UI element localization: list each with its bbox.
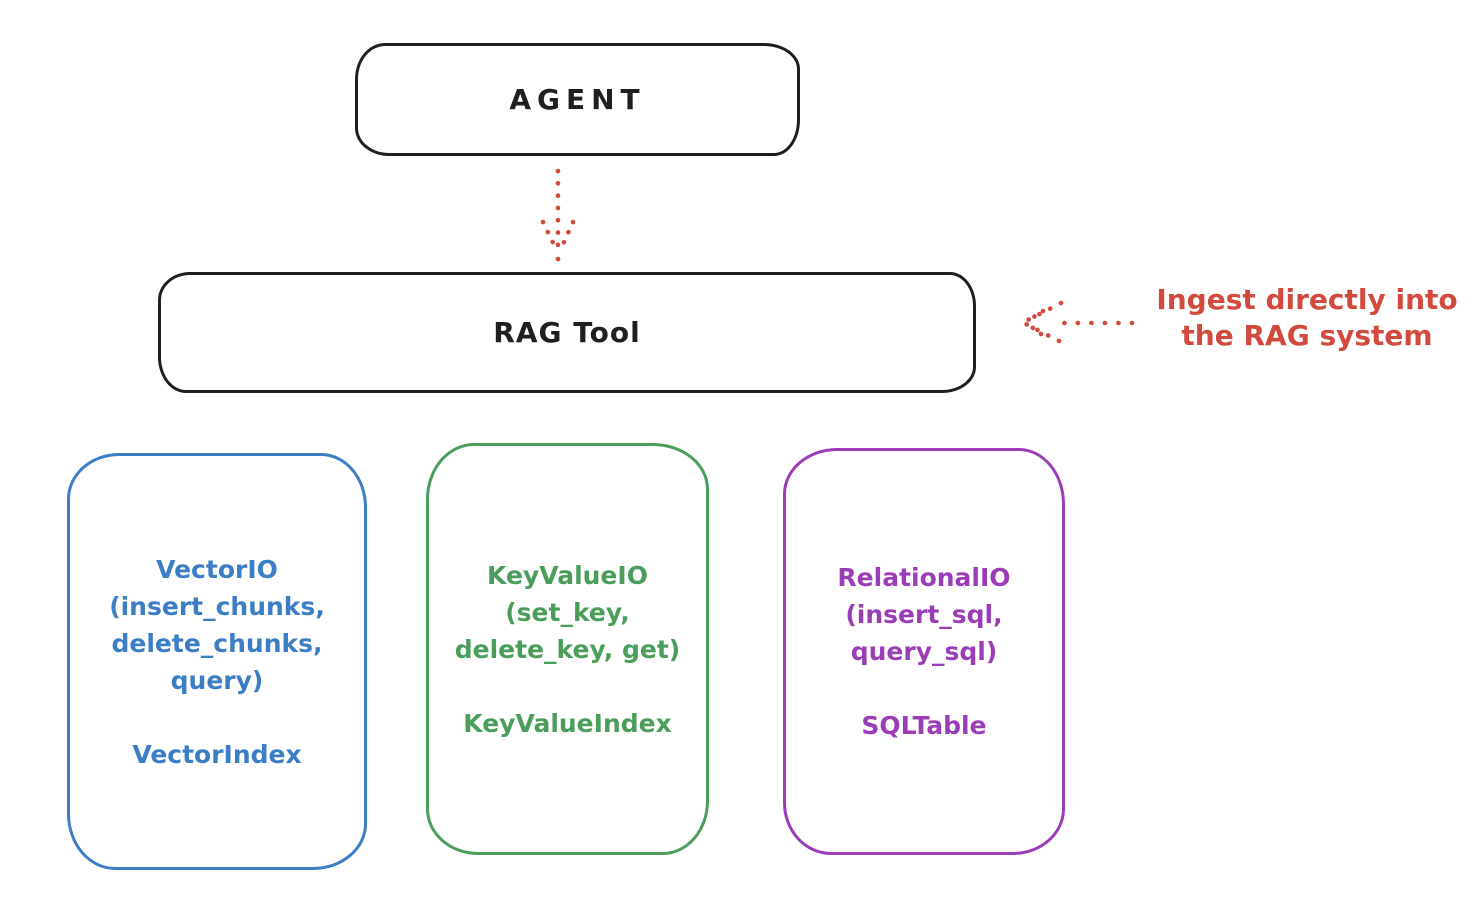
ingest-arrow-icon bbox=[1021, 300, 1135, 344]
agent-to-rag-arrow-icon bbox=[540, 168, 576, 262]
io-box-line: RelationalIO bbox=[837, 563, 1011, 592]
ingest-annotation-line2: the RAG system bbox=[1181, 319, 1433, 352]
io-box-line: (insert_chunks, bbox=[109, 591, 325, 621]
io-box-line: query) bbox=[170, 665, 264, 695]
vector-index-label: VectorIndex bbox=[132, 739, 302, 769]
vector-io-box: VectorIO (insert_chunks, delete_chunks, … bbox=[67, 453, 367, 870]
rag-tool-label: RAG Tool bbox=[493, 316, 641, 349]
io-box-line: (set_key, bbox=[505, 597, 630, 627]
keyvalue-index-label: KeyValueIndex bbox=[463, 708, 672, 738]
io-box-line: KeyValueIO bbox=[487, 560, 648, 590]
ingest-annotation: Ingest directly into the RAG system bbox=[1135, 282, 1479, 354]
agent-label: AGENT bbox=[509, 83, 646, 116]
agent-box: AGENT bbox=[355, 43, 800, 156]
io-box-line: query_sql) bbox=[850, 637, 998, 666]
ingest-annotation-line1: Ingest directly into bbox=[1156, 283, 1458, 316]
sql-table-label: SQLTable bbox=[861, 711, 987, 740]
io-box-line: VectorIO bbox=[156, 554, 278, 584]
io-box-line: delete_key, get) bbox=[454, 634, 681, 664]
keyvalue-io-box: KeyValueIO (set_key, delete_key, get) Ke… bbox=[426, 443, 709, 855]
io-box-line: (insert_sql, bbox=[845, 600, 1003, 629]
io-box-line: delete_chunks, bbox=[111, 628, 323, 658]
relational-io-box: RelationalIO (insert_sql, query_sql) SQL… bbox=[783, 448, 1065, 855]
rag-tool-box: RAG Tool bbox=[158, 272, 976, 393]
